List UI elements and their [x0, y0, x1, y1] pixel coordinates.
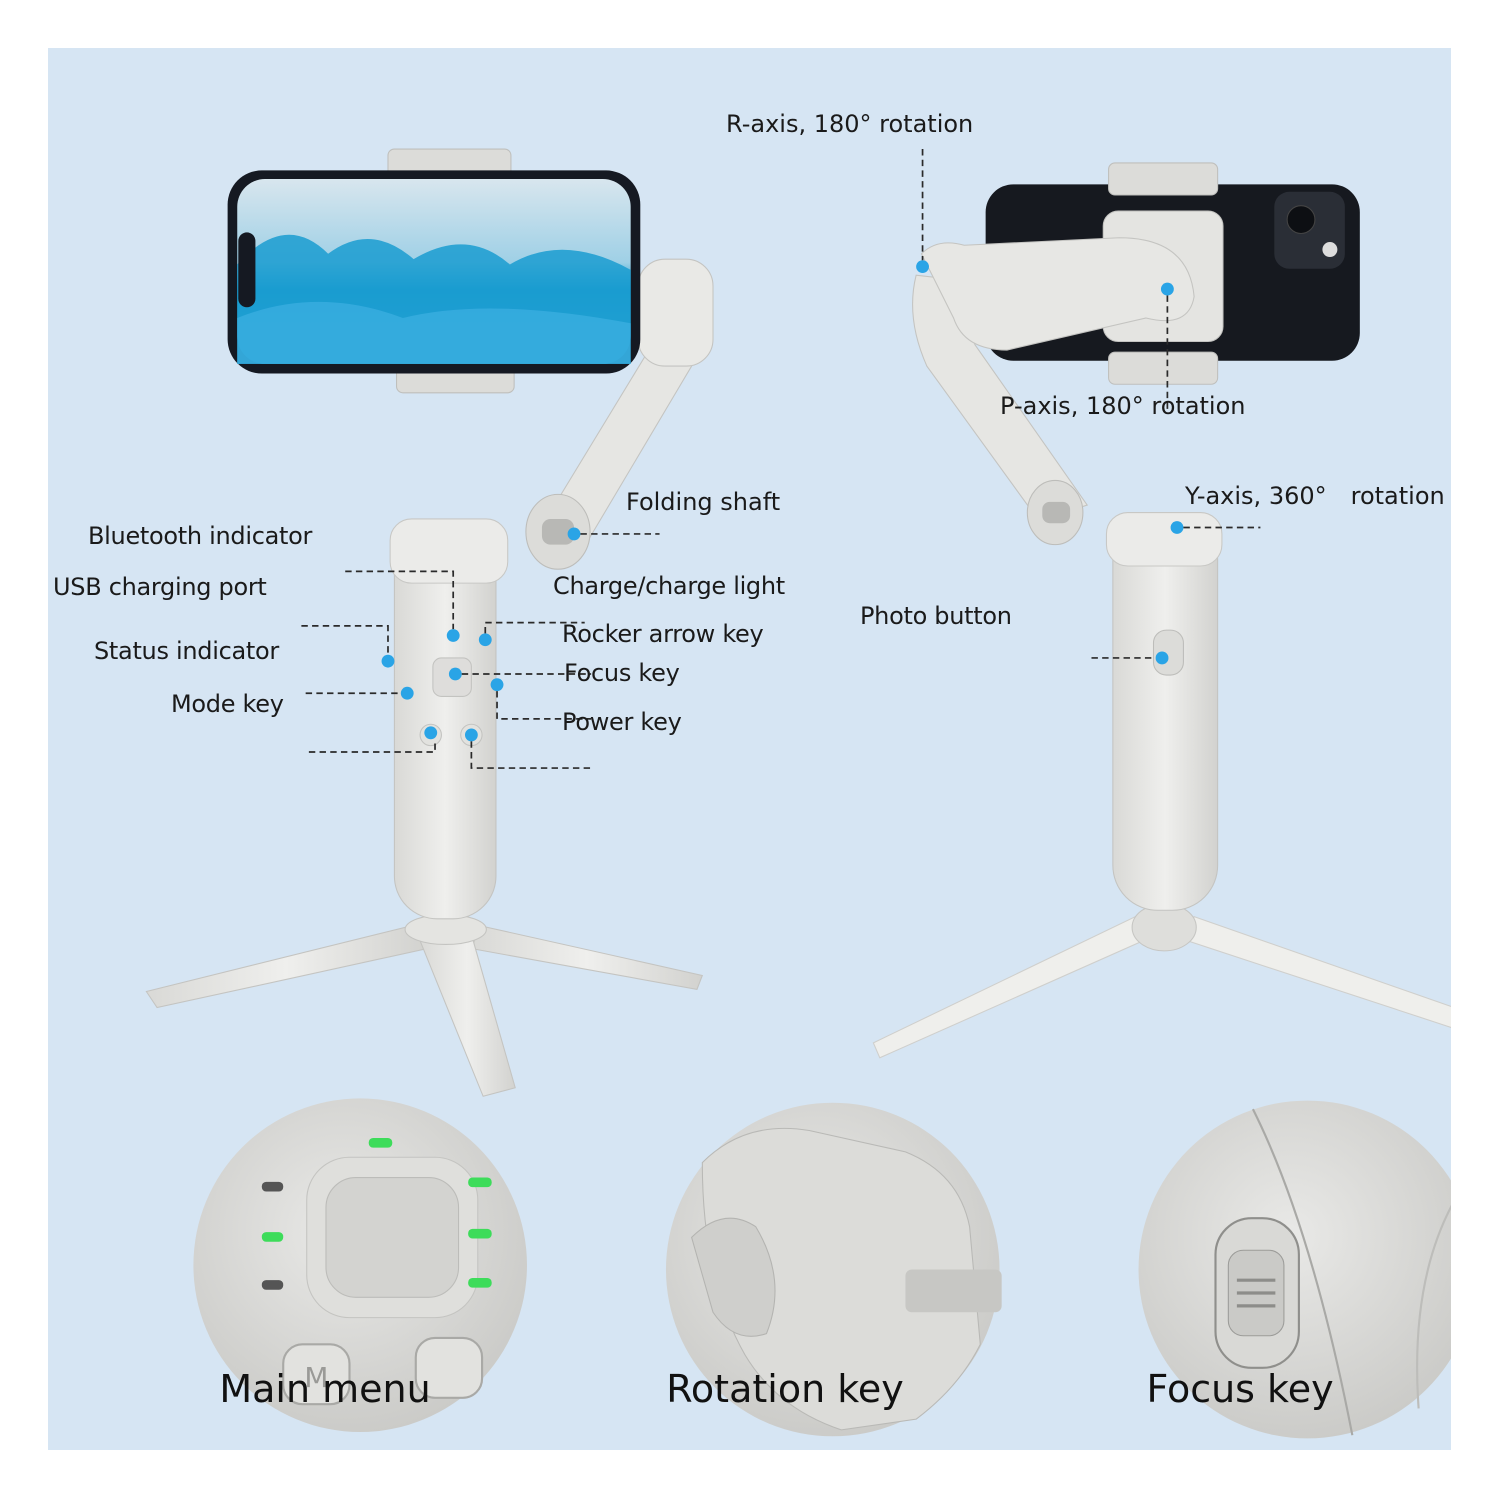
label-focus-key-callout: Focus key	[564, 659, 680, 687]
left-tripod-leg-front	[418, 937, 516, 1097]
left-arm-head	[637, 258, 714, 367]
mode-button-mark: M	[304, 1361, 328, 1394]
caption-main-menu: Main menu	[219, 1367, 431, 1411]
photo-button-shape	[1152, 629, 1184, 676]
right-markers	[916, 260, 1184, 665]
left-handle-top	[389, 518, 509, 584]
label-photo-button: Photo button	[860, 602, 1012, 630]
right-gimbal	[872, 149, 1451, 1059]
label-folding-shaft: Folding shaft	[626, 488, 781, 516]
diagram-panel: M	[48, 48, 1451, 1450]
right-handle-top	[1105, 512, 1223, 567]
label-bluetooth-indicator: Bluetooth indicator	[88, 522, 313, 550]
left-tripod-leg-right	[471, 924, 704, 990]
gimbal-illustration: M	[145, 148, 1451, 1439]
label-y-axis: Y-axis, 360° rotation	[1185, 482, 1445, 510]
label-usb-charging-port: USB charging port	[53, 573, 267, 601]
right-handle	[1112, 514, 1219, 911]
left-phone-notch	[238, 232, 256, 308]
label-rocker-arrow-key: Rocker arrow key	[562, 620, 764, 648]
right-tripod-leg-right	[1184, 915, 1451, 1028]
label-charge-light: Charge/charge light	[553, 572, 785, 600]
caption-rotation-key: Rotation key	[666, 1367, 904, 1411]
right-clamp-bottom	[1108, 351, 1219, 385]
right-clamp-top	[1108, 162, 1219, 196]
right-tripod-leg-left	[872, 915, 1151, 1059]
caption-focus-key: Focus key	[1146, 1367, 1334, 1411]
label-r-axis: R-axis, 180° rotation	[726, 110, 974, 138]
right-leader-lines	[921, 149, 1261, 659]
left-gimbal	[145, 148, 714, 1097]
detail-rotation-key	[665, 1102, 1002, 1437]
left-markers	[381, 527, 581, 742]
label-status-indicator: Status indicator	[94, 637, 279, 665]
label-mode-key: Mode key	[171, 690, 284, 718]
label-p-axis: P-axis, 180° rotation	[1000, 392, 1246, 420]
detail-main-menu: M	[193, 1098, 527, 1432]
left-tripod-leg-left	[145, 924, 428, 1009]
right-tripod-hub	[1131, 903, 1197, 952]
label-power-key: Power key	[562, 708, 682, 736]
detail-focus-key	[1138, 1100, 1451, 1439]
left-leader-lines	[301, 533, 660, 769]
